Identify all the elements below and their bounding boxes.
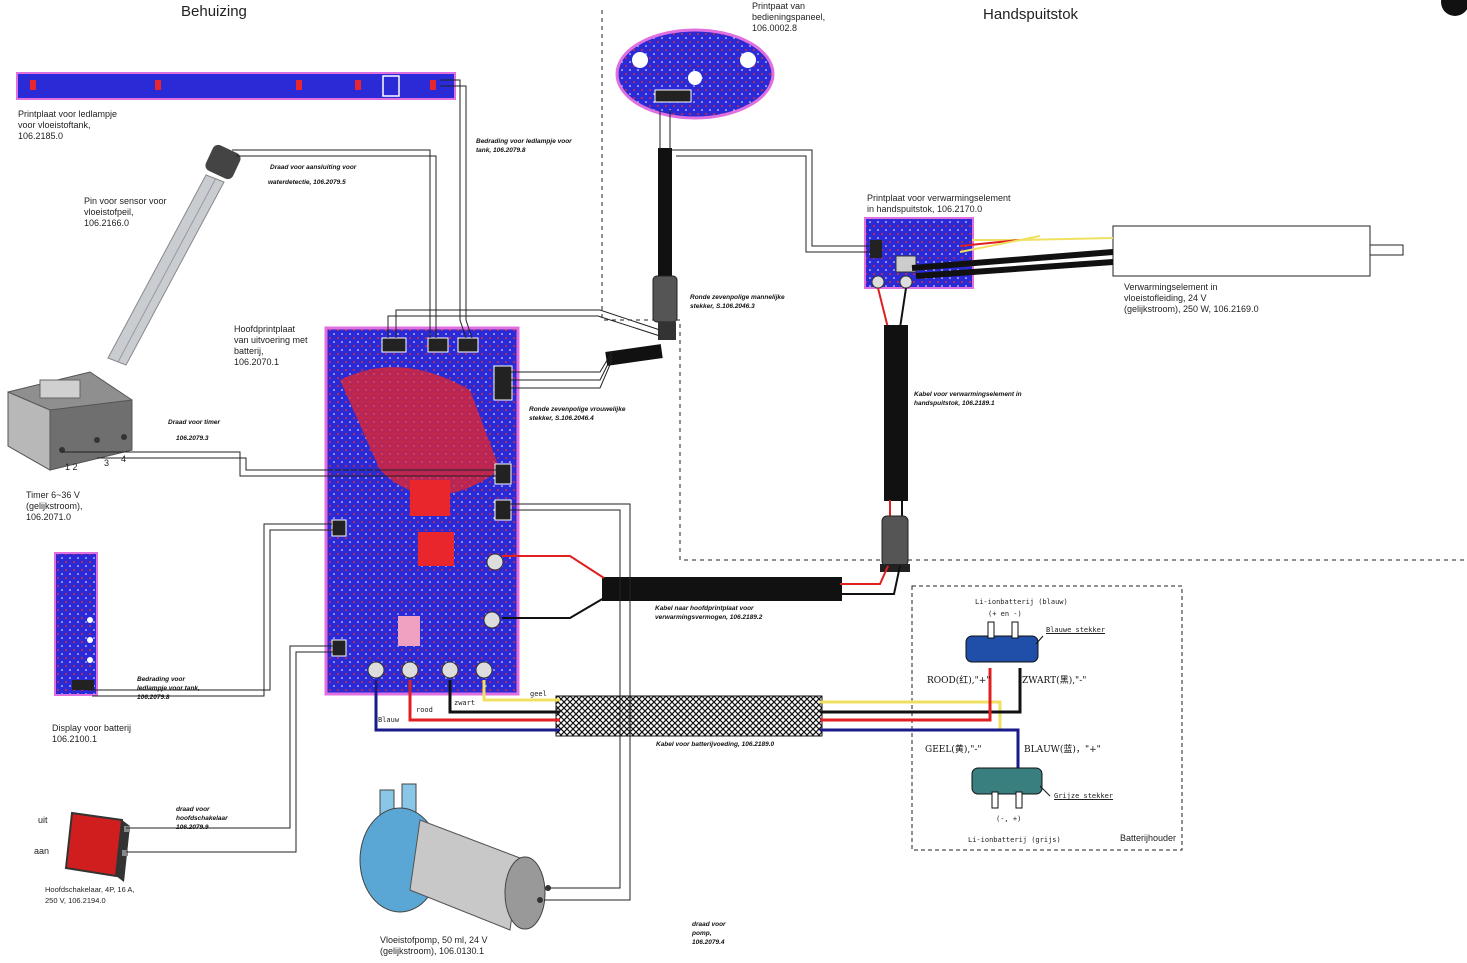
title-behuizing: Behuizing xyxy=(181,3,247,20)
boundary-handpiece xyxy=(601,10,1467,561)
male-plug xyxy=(652,148,678,340)
timer-relay xyxy=(7,371,133,471)
label-grey-battery: Li-ionbatterij (grijs) xyxy=(968,836,1061,844)
label-led-board: Printplaat voor ledlampje voor vloeistof… xyxy=(18,109,118,141)
label-water-detect-no: waterdetectie, 106.2079.5 xyxy=(268,179,346,186)
battery-cable-bundle xyxy=(555,695,823,737)
led-board xyxy=(16,72,456,100)
label-main-switch: Hoofdschakelaar, 4P, 16 A, 250 V, 106.21… xyxy=(45,885,135,905)
timer-pin-4: 4 xyxy=(121,454,127,464)
title-handspuitstok: Handspuitstok xyxy=(983,6,1079,23)
label-display-wiring: Bedrading voor ledlampje voor tank, 106.… xyxy=(137,676,200,701)
wire-label-zwart: zwart xyxy=(454,699,476,707)
label-sensor-pin: Pin voor sensor voor vloeistofpeil, 106.… xyxy=(84,196,167,228)
pump xyxy=(359,783,551,931)
main-power-cable xyxy=(602,577,842,601)
sensor-pin xyxy=(107,144,241,366)
main-switch xyxy=(64,811,130,882)
label-blue-plug: Blauwe stekker xyxy=(1046,626,1106,634)
battery-holder-box xyxy=(911,585,1183,851)
label-grey-polarity: (-, +) xyxy=(996,815,1022,823)
switch-state-off: uit xyxy=(38,815,48,825)
timer-pin-3: 3 xyxy=(104,458,110,468)
label-battery-holder: Batterijhouder xyxy=(1120,833,1177,843)
label-male-plug: Ronde zevenpolige mannelijke stekker, S.… xyxy=(690,294,785,310)
label-timer-wire-no: 106.2079.3 xyxy=(176,435,209,442)
blue-battery-plug xyxy=(965,621,1039,663)
main-pcb xyxy=(324,326,520,696)
arrow-blue-plug xyxy=(1035,635,1044,645)
label-blue-polarity: (+ en -) xyxy=(988,610,1022,618)
grey-battery-plug xyxy=(971,767,1043,809)
label-heater-cable: Kabel voor verwarmingselement in handspu… xyxy=(914,391,1022,407)
signal-wires xyxy=(62,79,872,901)
battery-display-board xyxy=(54,552,98,696)
heater-cable xyxy=(877,287,910,572)
label-blue-wire: BLAUW(蓝)，"+" xyxy=(1024,745,1101,755)
label-heater: Verwarmingselement in vloeistofleiding, … xyxy=(1124,282,1259,314)
label-yellow-wire: GEEL(黄),"-" xyxy=(925,745,982,755)
corner-mark xyxy=(1441,0,1467,16)
female-plug-cable xyxy=(605,344,663,366)
timer-pin-1-2: 1 2 xyxy=(65,462,78,472)
label-main-board: Hoofdprintplaat van uitvoering met batte… xyxy=(234,324,308,367)
label-control-panel: Printpaat van bedieningspaneel, 106.0002… xyxy=(752,1,826,33)
wire-label-rood: rood xyxy=(416,706,433,714)
control-panel-pcb xyxy=(615,28,775,120)
label-pump: Vloeistofpomp, 50 ml, 24 V (gelijkstroom… xyxy=(380,935,488,956)
label-battery-display: Display voor batterij 106.2100.1 xyxy=(52,723,132,744)
label-led-wiring: Bedrading voor ledlampje voor tank, 106.… xyxy=(476,138,572,154)
wire-label-blauw: Blauw xyxy=(378,716,400,724)
heater-element xyxy=(1112,225,1404,277)
label-blue-battery: Li-ionbatterij (blauw) xyxy=(975,598,1068,606)
switch-state-on: aan xyxy=(34,846,50,856)
label-battery-cable: Kabel voor batterijvoeding, 106.2189.0 xyxy=(656,741,775,748)
label-female-plug: Ronde zevenpolige vrouwelijke stekker, S… xyxy=(529,406,626,422)
label-water-detect: Draad voor aansluiting voor xyxy=(270,164,357,171)
label-grey-plug: Grijze stekker xyxy=(1054,792,1114,800)
label-red-wire: ROOD(红),"+" xyxy=(927,676,991,686)
label-timer-wire: Draad voor timer xyxy=(168,419,221,426)
arrow-grey-plug xyxy=(1039,785,1051,797)
label-timer: Timer 6~36 V (gelijkstroom), 106.2071.0 xyxy=(26,490,83,522)
label-black-wire: ZWART(黑),"-" xyxy=(1022,676,1087,686)
label-switch-wire: draad voor hoofdschakelaar 106.2079.9 xyxy=(176,806,228,831)
wire-label-geel: geel xyxy=(530,690,547,698)
label-heater-board: Printplaat voor verwarmingselement in ha… xyxy=(867,193,1011,214)
label-main-power-cable: Kabel naar hoofdprintplaat voor verwarmi… xyxy=(655,605,763,621)
label-pump-wire: draad voor pomp, 106.2079.4 xyxy=(692,921,726,946)
